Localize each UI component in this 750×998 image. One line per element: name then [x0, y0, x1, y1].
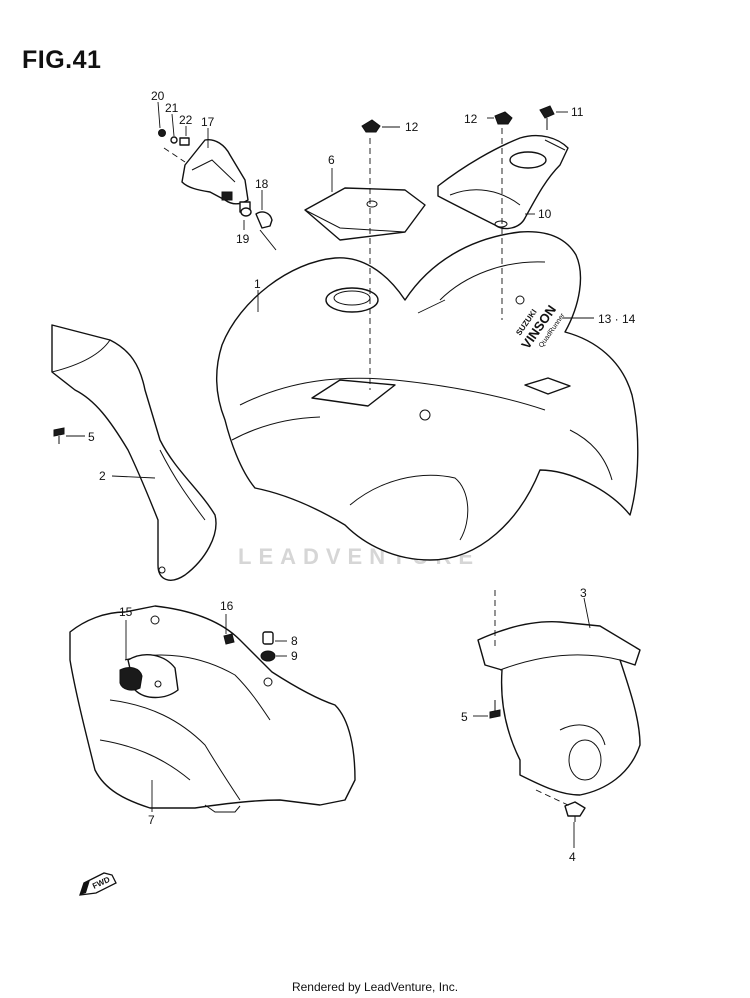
callout-3: 3 [580, 586, 587, 600]
hardware [53, 105, 586, 822]
forward-arrow-icon: FWD [79, 872, 117, 896]
callout-16: 16 [220, 599, 234, 613]
callout-19: 19 [236, 232, 250, 246]
storage-lid [304, 187, 426, 241]
callout-1: 1 [254, 277, 261, 291]
callout-21: 21 [165, 101, 179, 115]
callout-7: 7 [148, 813, 155, 827]
callout-5a: 5 [88, 430, 95, 444]
instrument-cover [437, 134, 569, 230]
left-mud-guard [51, 324, 217, 581]
callout-2: 2 [99, 469, 106, 483]
callout-4: 4 [569, 850, 576, 864]
callout-17: 17 [201, 115, 215, 129]
callout-6: 6 [328, 153, 335, 167]
callout-5b: 5 [461, 710, 468, 724]
callout-8: 8 [291, 634, 298, 648]
callouts: 1 2 3 4 5 5 6 7 8 9 10 11 12 12 13 · 14 … [88, 89, 636, 864]
callout-12b: 12 [464, 112, 478, 126]
figure-title: FIG.41 [22, 46, 102, 74]
mounting-bracket [181, 138, 251, 213]
callout-15: 15 [119, 605, 133, 619]
callout-18: 18 [255, 177, 269, 191]
callout-13-14: 13 · 14 [598, 312, 636, 326]
callout-22: 22 [179, 113, 193, 127]
callout-10: 10 [538, 207, 552, 221]
footer-credit: Rendered by LeadVenture, Inc. [291, 980, 459, 994]
front-bumper [69, 605, 356, 813]
assembly-lines [163, 128, 571, 807]
callout-9: 9 [291, 649, 298, 663]
callout-11: 11 [571, 105, 584, 119]
right-mud-guard [477, 621, 641, 796]
callout-12a: 12 [405, 120, 419, 134]
leader-lines [66, 101, 594, 848]
callout-20: 20 [151, 89, 165, 103]
front-fender: SUZUKI VINSON QuadRunner [215, 231, 639, 561]
